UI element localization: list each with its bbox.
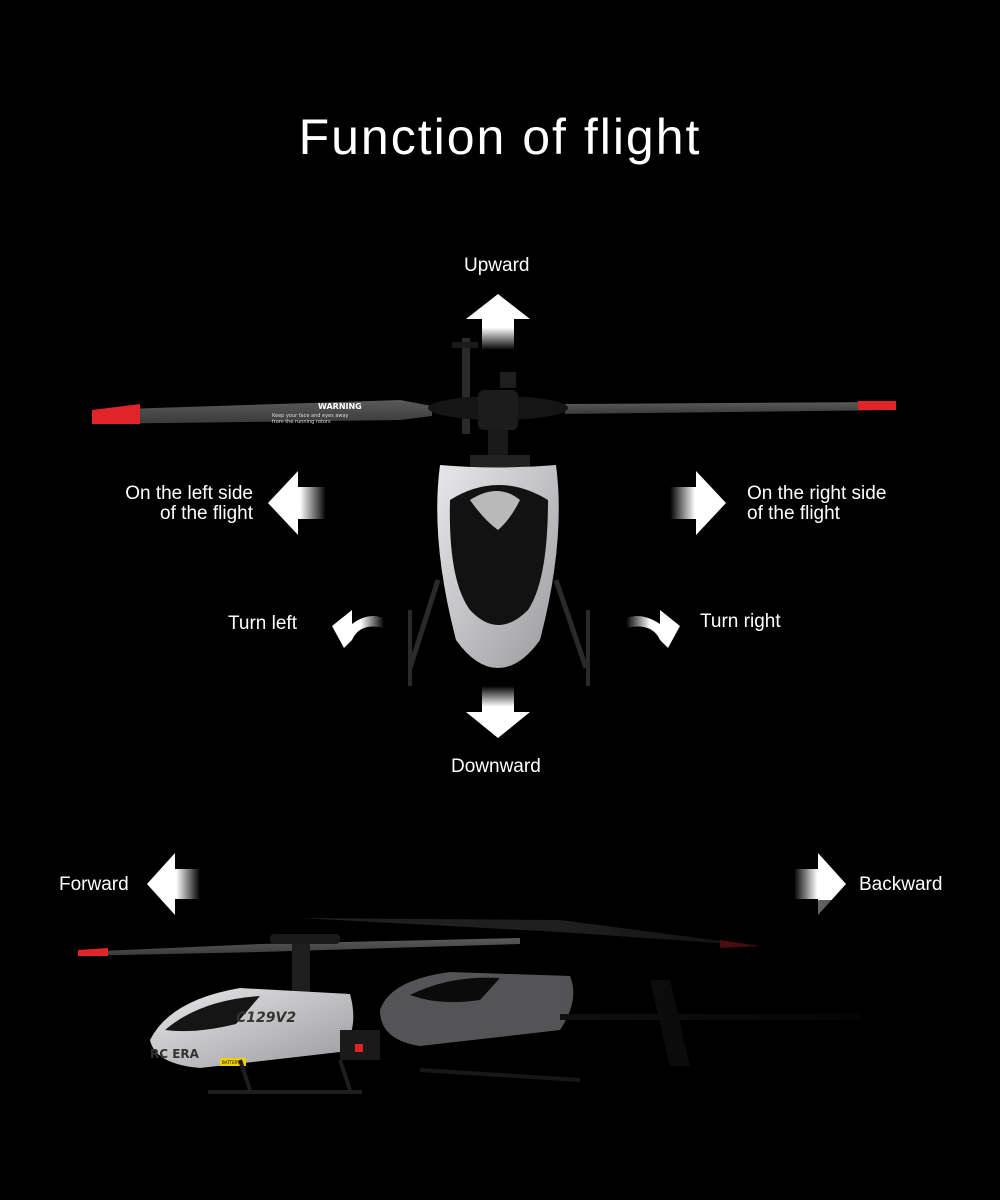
- arrow-forward-icon: [147, 853, 200, 915]
- helicopter-front-view: [92, 338, 896, 686]
- page-title: Function of flight: [298, 109, 702, 165]
- left-side-label: On the left side of the flight: [92, 484, 253, 524]
- arrow-right-icon: [670, 471, 726, 535]
- right-side-label-line1: On the right side: [747, 483, 887, 504]
- right-side-label-line2: of the flight: [747, 503, 840, 524]
- turn-left-arrow-icon: [332, 610, 384, 648]
- forward-label: Forward: [59, 874, 129, 895]
- arrow-down-icon: [466, 686, 530, 738]
- turn-right-label: Turn right: [700, 611, 781, 632]
- left-side-label-line2: of the flight: [160, 503, 253, 524]
- downward-label: Downward: [451, 756, 541, 777]
- backward-label: Backward: [859, 874, 943, 895]
- right-side-label: On the right side of the flight: [747, 484, 886, 524]
- arrow-left-icon: [268, 471, 326, 535]
- helicopter-side-view: [78, 900, 920, 1110]
- warning-decal-line2: from the running rotors: [272, 419, 331, 425]
- battery-tag: BATTERY: [222, 1060, 240, 1065]
- turn-left-label: Turn left: [228, 613, 297, 634]
- warning-decal-title: WARNING: [318, 402, 362, 411]
- model-decal: C129V2: [236, 1010, 296, 1026]
- arrow-backward-icon: [794, 853, 846, 915]
- turn-right-arrow-icon: [626, 610, 680, 648]
- upward-label: Upward: [464, 255, 530, 276]
- brand-decal: RC ERA: [150, 1047, 200, 1061]
- left-side-label-line1: On the left side: [125, 483, 253, 504]
- arrow-up-icon: [466, 294, 530, 350]
- warning-decal-line1: Keep your face and eyes away: [272, 413, 349, 419]
